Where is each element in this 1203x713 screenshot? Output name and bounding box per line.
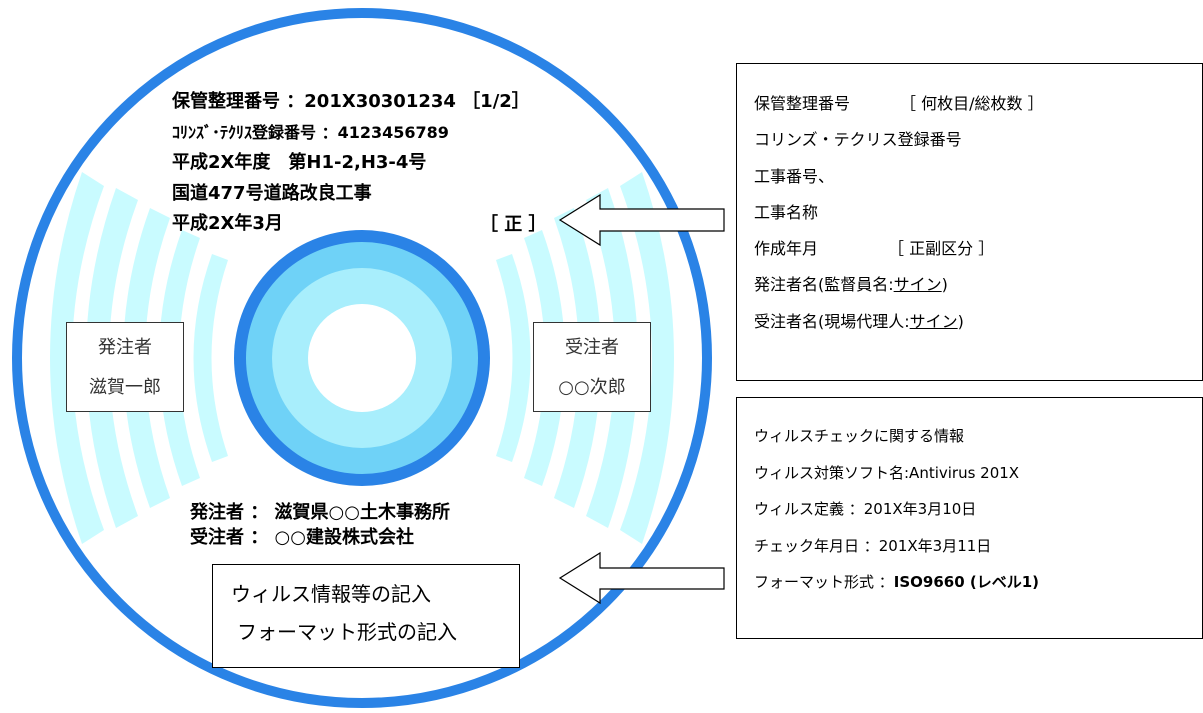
contractor-role: 受注者 bbox=[565, 337, 619, 358]
contractor-signature-box: 受注者 ○○次郎 bbox=[533, 322, 651, 412]
ray-left-4 bbox=[86, 188, 138, 528]
panel-item-project-number: 工事番号、 bbox=[754, 166, 835, 186]
disc-fiscal-year: 平成2X年度 第H1-2,H3-4号 bbox=[172, 152, 427, 173]
ray-left-2 bbox=[159, 230, 200, 486]
virus-check-date: チェック年月日 ：201X年3月11日 bbox=[754, 536, 992, 555]
panel-item-contractor-close: ) bbox=[957, 311, 964, 331]
arrow-to-disc-label bbox=[558, 193, 725, 247]
disc-parties: 発注者 ： 滋賀県○○土木事務所 受注者 ： ○○建設株式会社 bbox=[190, 500, 450, 550]
orderer-name: 滋賀一郎 bbox=[89, 377, 161, 398]
orderer-signature-box: 発注者 滋賀一郎 bbox=[66, 322, 184, 412]
ray-right-3 bbox=[554, 208, 601, 508]
ray-right-4 bbox=[586, 188, 638, 528]
panel-item-created-suffix: ［ 正副区分 ］ bbox=[888, 239, 995, 259]
ray-right-1 bbox=[496, 254, 531, 462]
virus-format-note-box: ウィルス情報等の記入 フォーマット形式の記入 bbox=[212, 564, 520, 668]
panel-item-created-label: 作成年月 bbox=[754, 239, 819, 259]
virus-definition: ウィルス定義 ：201X年3月10日 bbox=[754, 500, 977, 518]
panel-item-contractor: 受注者名(現場代理人:サイン) bbox=[754, 304, 1202, 340]
disc-seikubun: ［ 正 ］ bbox=[480, 214, 547, 235]
panel-item-orderer-close: ) bbox=[941, 275, 948, 295]
virus-format: フォーマット形式 ：ISO9660 (レベル1) bbox=[754, 571, 1202, 608]
hub-hole bbox=[308, 304, 416, 412]
orderer-role: 発注者 bbox=[98, 337, 152, 358]
ray-left-5 bbox=[50, 172, 104, 544]
panel-item-contractor-sign: サイン bbox=[909, 311, 958, 331]
disc-contractor-line: 受注者 ： ○○建設株式会社 bbox=[190, 527, 414, 548]
panel-item-orderer-sign: サイン bbox=[893, 275, 942, 295]
disc-management-number: 保管整理番号 ：201X30301234 ［1/2］ bbox=[172, 91, 530, 112]
disc-label-text: 保管整理番号 ：201X30301234 ［1/2］ ｺﾘﾝｽﾞ･ﾃｸﾘｽ登録番… bbox=[172, 87, 530, 240]
panel-item-corins: コリンズ・テクリス登録番号 bbox=[754, 130, 962, 150]
ray-left-1 bbox=[193, 254, 228, 462]
virus-software: ウィルス対策ソフト名:Antivirus 201X bbox=[754, 463, 1020, 482]
note-line-format: フォーマット形式の記入 bbox=[237, 620, 457, 644]
panel-item-management-suffix: ［ 何枚目/総枚数 ］ bbox=[900, 94, 1044, 113]
panel-item-management-label: 保管整理番号 bbox=[754, 94, 851, 113]
arrow-to-note-box bbox=[558, 551, 725, 605]
label-items-panel: 保管整理番号 ［ 何枚目/総枚数 ］ コリンズ・テクリス登録番号 工事番号、 工事… bbox=[736, 63, 1203, 381]
panel-item-project-name: 工事名称 bbox=[754, 202, 819, 222]
disc-orderer-line: 発注者 ： 滋賀県○○土木事務所 bbox=[190, 502, 450, 523]
virus-format-label: フォーマット形式 ： bbox=[754, 573, 894, 591]
contractor-name: ○○次郎 bbox=[558, 377, 626, 398]
ray-right-2 bbox=[524, 230, 565, 486]
virus-format-value: ISO9660 (レベル1) bbox=[893, 573, 1040, 591]
panel-item-management-number: 保管整理番号 ［ 何枚目/総枚数 ］ bbox=[754, 86, 1202, 122]
virus-heading: ウィルスチェックに関する情報 bbox=[754, 427, 965, 445]
panel-item-orderer-prefix: 発注者名(監督員名: bbox=[754, 275, 894, 295]
disc-project-name: 国道477号道路改良工事 bbox=[172, 182, 372, 204]
panel-item-orderer: 発注者名(監督員名:サイン) bbox=[754, 267, 1202, 303]
ray-left-3 bbox=[123, 208, 170, 508]
disc-corins-number: ｺﾘﾝｽﾞ･ﾃｸﾘｽ登録番号 ：4123456789 bbox=[172, 122, 449, 142]
disc-created: 平成2X年3月 bbox=[172, 213, 283, 234]
virus-info-panel: ウィルスチェックに関する情報 ウィルス対策ソフト名:Antivirus 201X… bbox=[736, 397, 1203, 639]
panel-item-created: 作成年月 ［ 正副区分 ］ bbox=[754, 231, 1202, 267]
disc-rays bbox=[50, 172, 674, 544]
panel-item-contractor-prefix: 受注者名(現場代理人: bbox=[754, 311, 910, 331]
note-line-virus: ウィルス情報等の記入 bbox=[231, 582, 431, 606]
ray-right-5 bbox=[620, 172, 674, 544]
